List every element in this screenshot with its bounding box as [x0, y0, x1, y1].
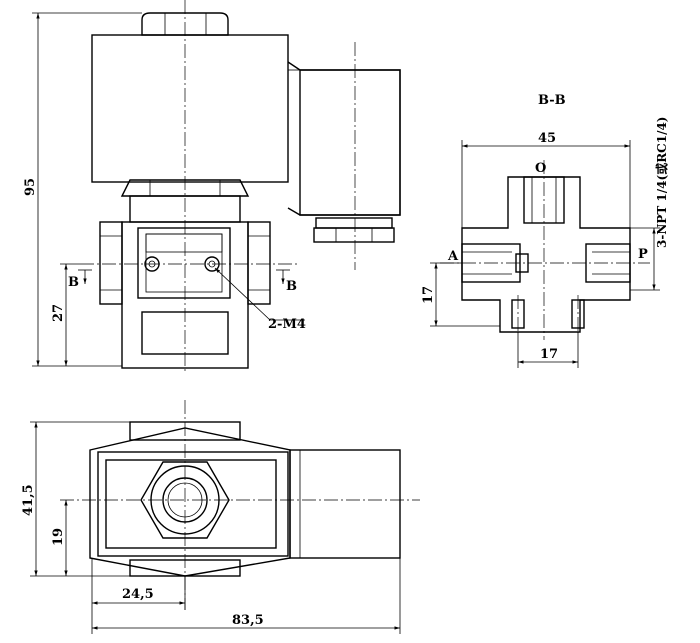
dim-port-height: 27	[51, 304, 66, 322]
dim-section-bottom: 17	[540, 347, 558, 362]
port-p: P	[638, 247, 648, 262]
section-mark-right: B	[286, 279, 297, 294]
dim-center-depth: 19	[51, 528, 66, 546]
dim-section-port-height: 17	[421, 286, 436, 304]
screw-note: 2-M4	[268, 317, 306, 332]
port-o: O	[535, 161, 546, 176]
dim-total-height: 95	[23, 178, 38, 196]
dim-center-offset: 24,5	[122, 587, 154, 602]
dim-section-width: 45	[538, 131, 556, 146]
top-view: 41,5 19 24,5 83,5	[21, 400, 420, 634]
section-title: B-B	[538, 93, 566, 108]
thread-note: 3-NPT 1/4(或RC1/4)	[654, 117, 669, 248]
dim-total-length: 83,5	[232, 613, 264, 628]
section-mark-left: B	[68, 275, 79, 290]
section-view: B-B 45 O A P	[421, 93, 669, 368]
port-a: A	[447, 249, 459, 264]
dim-depth: 41,5	[21, 484, 36, 516]
front-view: B B 95 27 2-M4	[23, 0, 401, 372]
